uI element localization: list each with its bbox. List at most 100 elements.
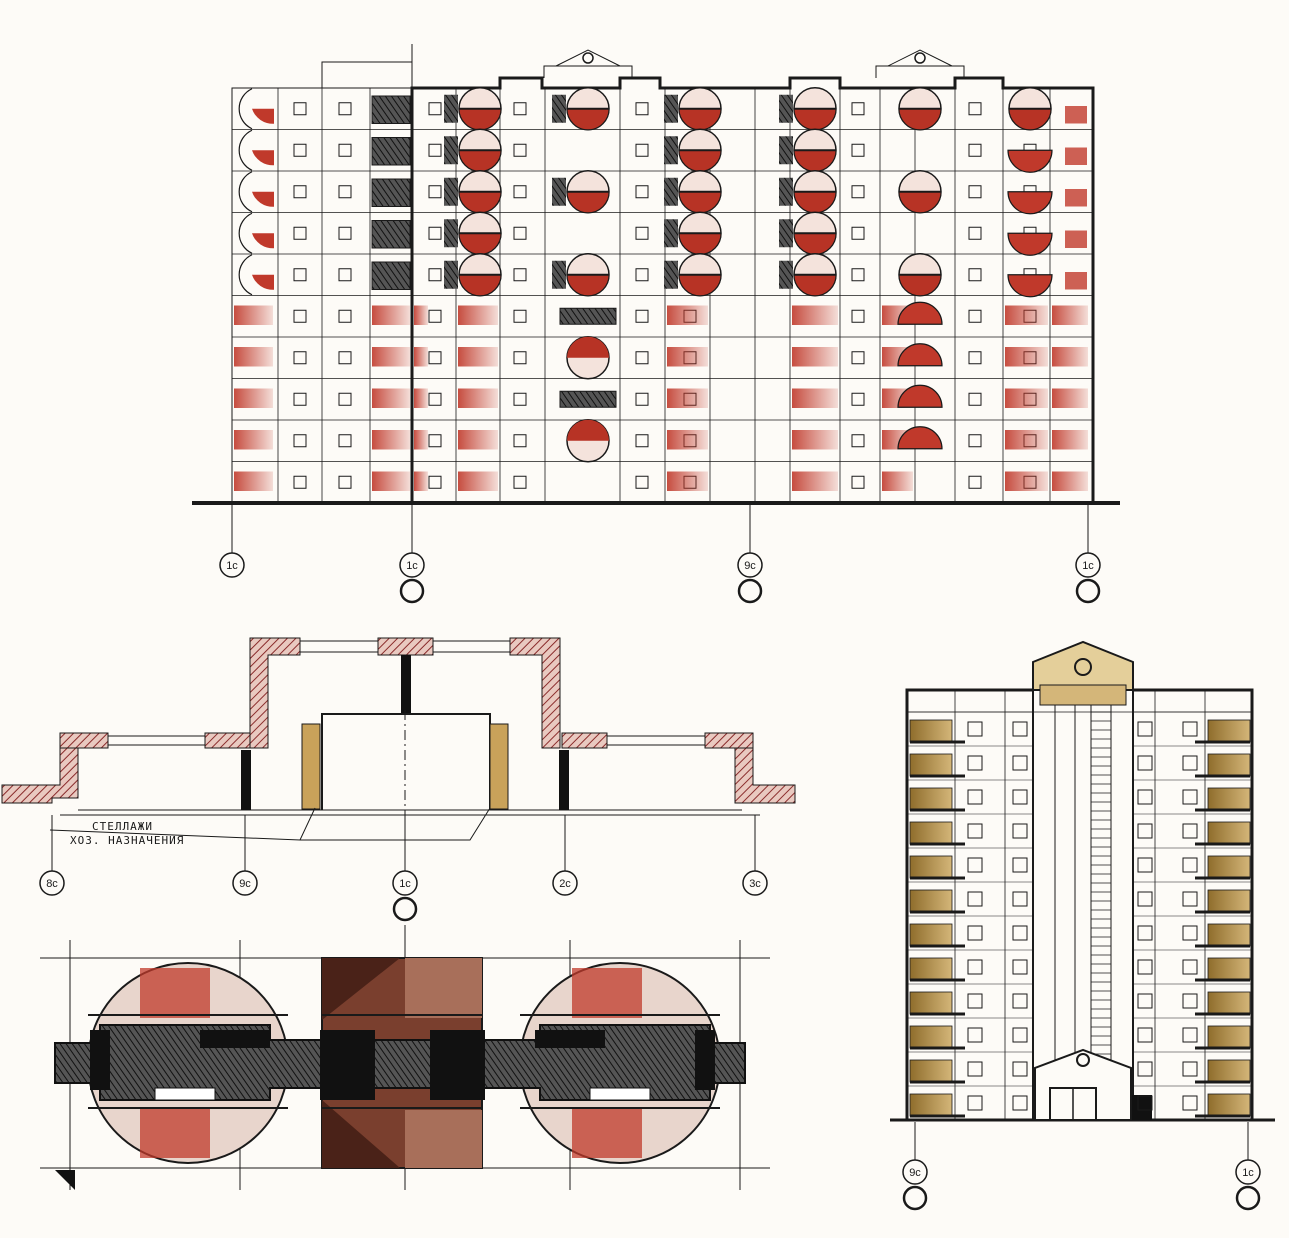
window — [635, 475, 649, 489]
round-loggia-fill — [567, 419, 609, 441]
window — [428, 392, 442, 406]
plan-note-line2: ХОЗ. НАЗНАЧЕНИЯ — [70, 834, 184, 847]
side-window — [1137, 993, 1153, 1009]
side-window — [1012, 993, 1028, 1009]
round-loggia-fill — [566, 191, 610, 214]
side-balcony-right — [1207, 889, 1251, 913]
axis-label: 3c — [749, 878, 761, 890]
window — [338, 392, 352, 406]
roof-parapet-left — [321, 61, 413, 88]
side-window — [967, 891, 983, 907]
window — [338, 351, 352, 365]
balcony — [458, 388, 498, 408]
side-balcony-right — [1207, 1059, 1251, 1083]
side-window — [1012, 1061, 1028, 1077]
balcony — [414, 471, 428, 491]
side-window — [1182, 789, 1198, 805]
half-round-end-fill — [252, 233, 274, 249]
round-loggia-fill — [678, 108, 722, 131]
round-loggia-fill — [458, 108, 502, 131]
loggia-pier — [779, 94, 793, 123]
side-tower-pediment — [1032, 640, 1134, 691]
loggia-pier — [779, 219, 793, 248]
window — [428, 226, 442, 240]
balcony — [792, 430, 838, 450]
window — [968, 351, 982, 365]
window — [635, 392, 649, 406]
window — [293, 475, 307, 489]
loggia-dark — [559, 307, 617, 325]
side-window — [967, 823, 983, 839]
balcony-side — [1065, 106, 1087, 124]
half-round-loggia — [1007, 232, 1053, 256]
window — [635, 185, 649, 199]
axis-label: 1c — [226, 560, 238, 572]
round-loggia-fill — [458, 274, 502, 297]
window — [293, 102, 307, 116]
loggia-dark — [371, 95, 411, 124]
side-balconies — [909, 719, 1251, 1118]
side-window — [967, 721, 983, 737]
round-loggia-fill — [793, 274, 837, 297]
facade-round-loggias — [238, 87, 1053, 463]
side-balcony-left — [909, 957, 953, 981]
round-loggia-fill — [678, 274, 722, 297]
side-window — [1137, 959, 1153, 975]
plan-entrance-opening — [321, 713, 491, 810]
axis-bubble — [1075, 552, 1101, 578]
round-loggia-fill — [458, 149, 502, 172]
side-balcony-left — [909, 889, 953, 913]
side-balcony-left — [909, 1059, 953, 1083]
half-round-end — [238, 212, 253, 254]
loggia-pier — [444, 94, 458, 123]
balcony — [414, 388, 428, 408]
window — [513, 268, 527, 282]
axis-bubble — [219, 552, 245, 578]
loggia-pier — [779, 136, 793, 165]
side-window — [1182, 959, 1198, 975]
window — [851, 268, 865, 282]
side-balcony-left — [909, 821, 953, 845]
balcony — [1052, 430, 1088, 450]
side-window — [1012, 721, 1028, 737]
window — [968, 309, 982, 323]
window — [513, 226, 527, 240]
window — [851, 143, 865, 157]
half-round-loggia — [897, 301, 943, 325]
loggia-dark — [371, 261, 411, 290]
balcony — [414, 347, 428, 367]
side-balcony-right — [1207, 787, 1251, 811]
half-round-end-fill — [252, 108, 274, 124]
axis-bubble — [737, 552, 763, 578]
side-balcony-left — [909, 923, 953, 947]
axis-label: 9c — [909, 1167, 921, 1179]
balcony-side — [1065, 230, 1087, 248]
axis-bubble — [399, 552, 425, 578]
side-window — [967, 925, 983, 941]
balcony — [792, 305, 838, 325]
loggia-dark — [371, 137, 411, 166]
window — [513, 434, 527, 448]
loggia-dark — [559, 390, 617, 408]
side-window — [1137, 823, 1153, 839]
balcony-side — [1065, 189, 1087, 207]
window — [293, 226, 307, 240]
axis-bubble — [742, 870, 768, 896]
window — [428, 143, 442, 157]
side-balcony-right — [1207, 719, 1251, 743]
balcony — [458, 471, 498, 491]
side-window — [967, 1061, 983, 1077]
window — [968, 102, 982, 116]
round-loggia-fill — [567, 336, 609, 358]
side-balcony-right — [1207, 991, 1251, 1015]
side-window — [1012, 1027, 1028, 1043]
half-round-end-fill — [252, 274, 274, 290]
balcony — [234, 305, 273, 325]
side-window — [967, 755, 983, 771]
loggia-pier — [664, 94, 678, 123]
side-window — [1137, 925, 1153, 941]
